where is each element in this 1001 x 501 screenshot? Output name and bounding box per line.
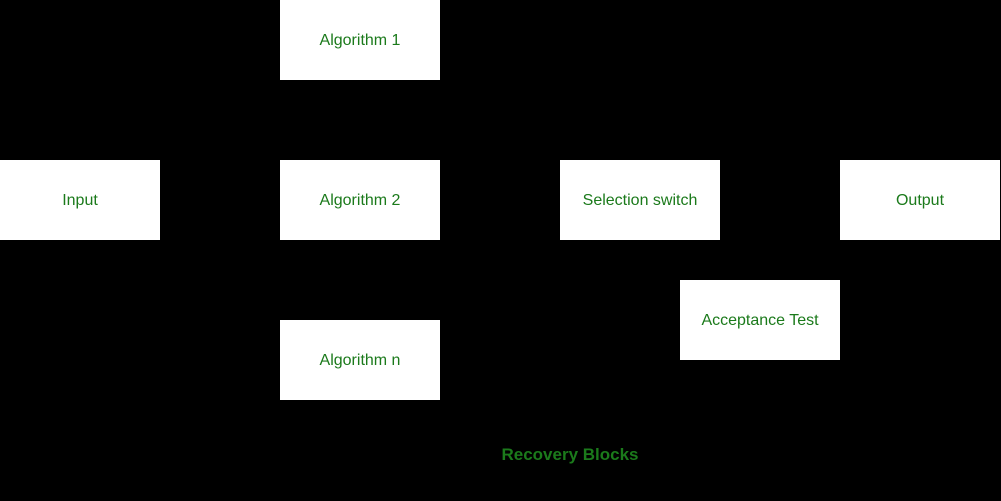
node-input[interactable]: Input <box>0 160 160 240</box>
node-label-algorithm-2: Algorithm 2 <box>319 191 401 209</box>
node-selection-switch[interactable]: Selection switch <box>560 160 720 240</box>
node-label-selection-switch: Selection switch <box>582 191 698 209</box>
diagram-caption: Recovery Blocks <box>501 445 639 464</box>
node-label-output: Output <box>895 191 945 209</box>
node-label-acceptance-test: Acceptance Test <box>701 311 819 329</box>
node-algorithm-1[interactable]: Algorithm 1 <box>280 0 440 80</box>
node-output[interactable]: Output <box>840 160 1000 240</box>
node-label-algorithm-n: Algorithm n <box>319 351 401 369</box>
node-label-input: Input <box>62 191 98 209</box>
node-acceptance-test[interactable]: Acceptance Test <box>680 280 840 360</box>
node-algorithm-n[interactable]: Algorithm n <box>280 320 440 400</box>
node-label-algorithm-1: Algorithm 1 <box>319 31 401 49</box>
node-algorithm-2[interactable]: Algorithm 2 <box>280 160 440 240</box>
